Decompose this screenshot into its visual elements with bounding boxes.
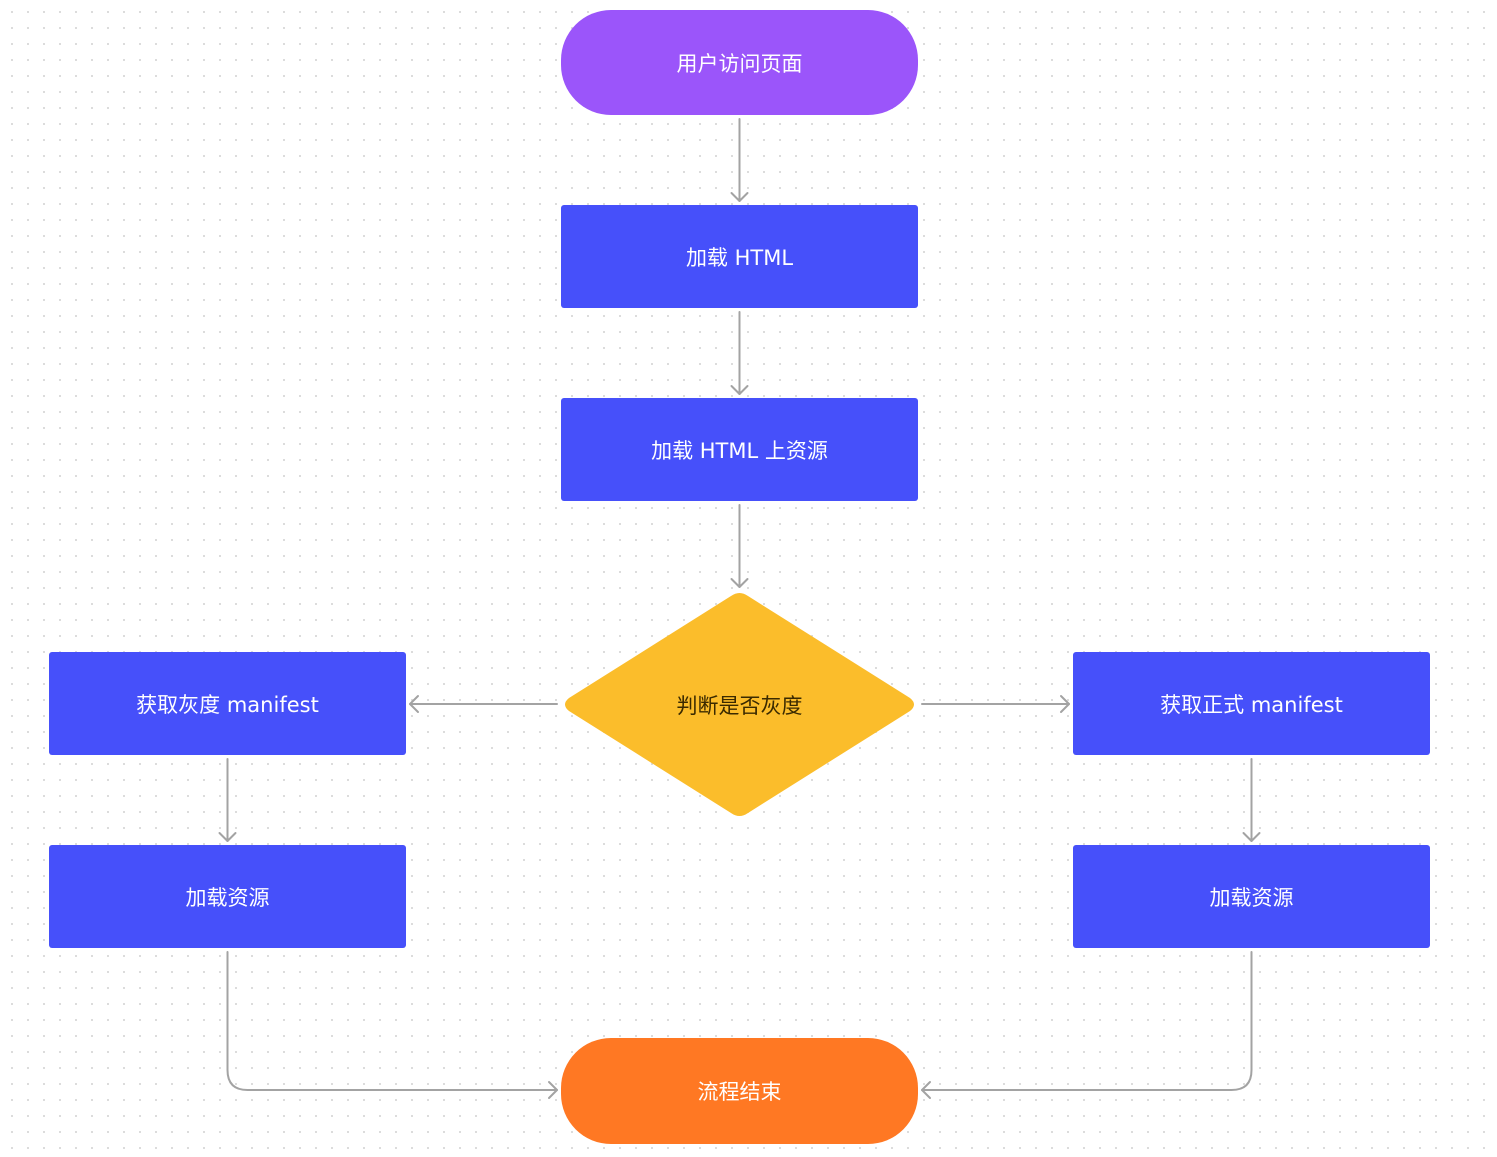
connector-gray-load-to-end [226, 951, 558, 1091]
decision-diamond-shape [565, 593, 914, 816]
load-html-resources-label: 加载 HTML 上资源 [651, 438, 828, 463]
arrowhead-prod-manifest [1060, 695, 1070, 713]
arrowhead-prod-load [1242, 832, 1261, 842]
prod-manifest-node: 获取正式 manifest [1073, 652, 1430, 755]
decision-diamond [565, 593, 914, 816]
arrowhead-load-html [730, 192, 749, 202]
load-html-resources-node: 加载 HTML 上资源 [561, 398, 918, 501]
gray-load-resources-label: 加载资源 [185, 885, 270, 910]
end-node: 流程结束 [561, 1038, 918, 1144]
arrowhead-decision [730, 578, 749, 588]
connector-prod-load-to-end [921, 951, 1253, 1091]
gray-manifest-node: 获取灰度 manifest [49, 652, 406, 755]
gray-load-resources-node: 加载资源 [49, 845, 406, 948]
prod-load-resources-label: 加载资源 [1209, 885, 1294, 910]
start-node-label: 用户访问页面 [676, 51, 803, 76]
gray-manifest-label: 获取灰度 manifest [136, 692, 319, 717]
arrowhead-resources [730, 385, 749, 395]
arrowhead-end-right [921, 1081, 931, 1099]
load-html-node: 加载 HTML [561, 205, 918, 308]
prod-manifest-label: 获取正式 manifest [1160, 692, 1343, 717]
connectors [218, 118, 1261, 1099]
load-html-label: 加载 HTML [685, 245, 794, 270]
end-node-label: 流程结束 [697, 1080, 782, 1104]
prod-load-resources-node: 加载资源 [1073, 845, 1430, 948]
decision-label: 判断是否灰度 [676, 693, 803, 718]
arrowhead-end-left [548, 1081, 558, 1099]
start-node: 用户访问页面 [561, 10, 918, 115]
arrowhead-gray-manifest [409, 695, 419, 713]
decision-node: 判断是否灰度 [561, 591, 918, 818]
arrowhead-gray-load [218, 832, 237, 842]
